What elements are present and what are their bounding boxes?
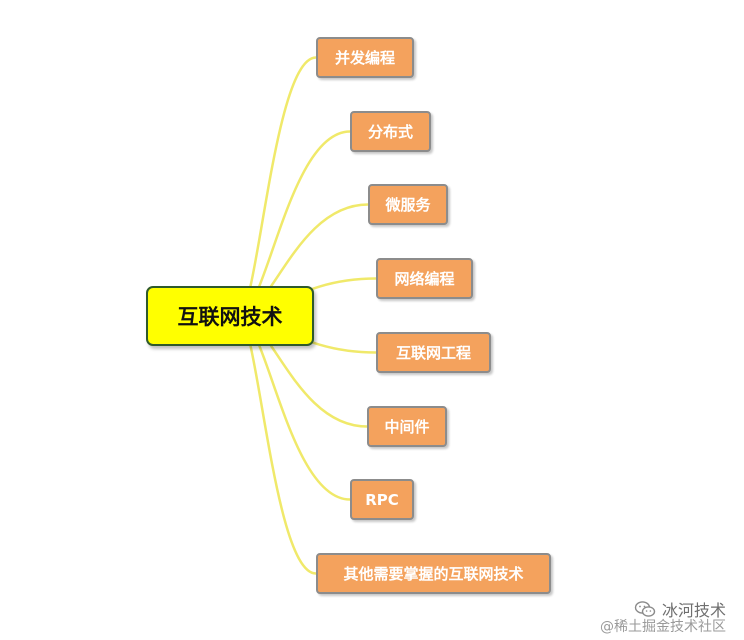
branch-node-distributed[interactable]: 分布式 bbox=[350, 111, 431, 152]
branch-node-other-internet-tech[interactable]: 其他需要掌握的互联网技术 bbox=[316, 553, 551, 594]
branch-node-internet-engineering[interactable]: 互联网工程 bbox=[376, 332, 491, 373]
watermark-account-name: 冰河技术 bbox=[661, 601, 726, 620]
branch-node-concurrent-programming[interactable]: 并发编程 bbox=[316, 37, 414, 78]
branch-node-rpc[interactable]: RPC bbox=[350, 479, 414, 520]
wechat-icon bbox=[634, 600, 656, 618]
branch-node-microservices[interactable]: 微服务 bbox=[368, 184, 448, 225]
branch-node-middleware[interactable]: 中间件 bbox=[367, 406, 447, 447]
watermark-source: @稀土掘金技术社区 bbox=[600, 619, 726, 635]
watermark-account: 冰河技术 bbox=[634, 597, 726, 621]
root-node[interactable]: 互联网技术 bbox=[146, 286, 314, 346]
branch-node-network-programming[interactable]: 网络编程 bbox=[376, 258, 473, 299]
